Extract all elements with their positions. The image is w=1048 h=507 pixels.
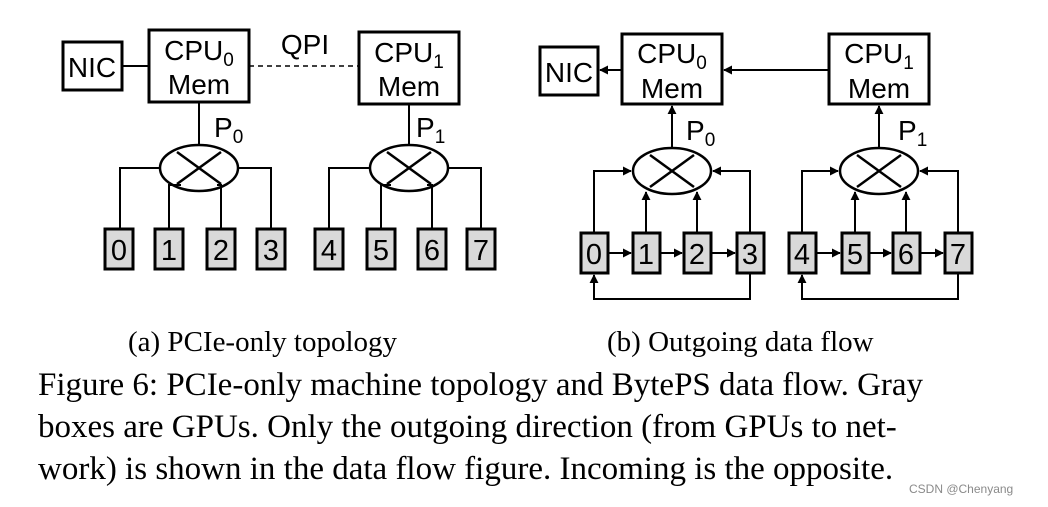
figure-caption: Figure 6: PCIe-only machine topology and… <box>38 364 1016 490</box>
pcie-switch-1-b <box>838 146 920 196</box>
gpu-box-a: 0 <box>103 227 135 271</box>
gpu-box-a: 3 <box>255 227 287 271</box>
svg-text:1: 1 <box>638 239 654 271</box>
svg-text:NIC: NIC <box>68 52 116 83</box>
svg-text:3: 3 <box>742 239 758 271</box>
svg-text:4: 4 <box>321 235 337 267</box>
panel-a-topology: NIC CPU0 Mem QPI CPU1 Mem P0 P1 <box>61 28 497 271</box>
nic-box-b: NIC <box>538 45 600 97</box>
svg-text:0: 0 <box>586 239 602 271</box>
svg-text:6: 6 <box>898 239 914 271</box>
gpu-box-b: 1 <box>631 231 662 275</box>
gpu-box-a: 5 <box>365 227 397 271</box>
gpu-box-b: 0 <box>579 231 610 275</box>
svg-text:CPU0: CPU0 <box>637 38 707 74</box>
svg-text:0: 0 <box>111 235 127 267</box>
gpu-box-b: 3 <box>735 231 766 275</box>
nic-box-a: NIC <box>61 40 124 92</box>
svg-text:6: 6 <box>424 235 440 267</box>
gpu-box-a: 7 <box>465 227 497 271</box>
svg-text:4: 4 <box>794 239 810 271</box>
svg-text:7: 7 <box>950 239 966 271</box>
panel-b-data-flow: NIC CPU0 Mem CPU1 Mem P0 P1 <box>538 32 974 300</box>
switch-p0-label-a: P0 <box>214 112 243 148</box>
svg-text:CPU1: CPU1 <box>374 37 444 73</box>
cpu0-mem-box-a: CPU0 Mem <box>147 28 251 104</box>
pcie-switch-0-a <box>158 143 240 193</box>
gpu-box-b: 4 <box>787 231 818 275</box>
svg-text:Mem: Mem <box>641 73 703 104</box>
svg-text:NIC: NIC <box>545 57 593 88</box>
gpu-box-a: 2 <box>205 227 237 271</box>
gpu-box-a: 6 <box>416 227 448 271</box>
svg-text:2: 2 <box>213 235 229 267</box>
svg-text:Mem: Mem <box>168 69 230 100</box>
qpi-label: QPI <box>281 29 329 60</box>
figure-caption-line: work) is shown in the data flow figure. … <box>38 451 894 487</box>
svg-text:2: 2 <box>689 239 705 271</box>
switch-p0-label-b: P0 <box>686 115 715 151</box>
pcie-switch-0-b <box>631 146 713 196</box>
svg-text:3: 3 <box>263 235 279 267</box>
svg-text:CPU0: CPU0 <box>164 35 234 71</box>
svg-text:1: 1 <box>161 235 177 267</box>
subcaption-a: (a) PCIe-only topology <box>128 326 398 358</box>
gpu-box-a: 4 <box>313 227 345 271</box>
svg-text:7: 7 <box>473 235 489 267</box>
gpu-box-b: 5 <box>840 231 871 275</box>
cpu0-mem-box-b: CPU0 Mem <box>620 32 724 106</box>
svg-text:CPU1: CPU1 <box>844 38 914 74</box>
watermark: CSDN @Chenyang <box>909 482 1014 496</box>
subcaption-b: (b) Outgoing data flow <box>607 326 874 358</box>
figure-caption-line: Figure 6: PCIe-only machine topology and… <box>38 367 924 403</box>
gpu-box-b: 6 <box>891 231 922 275</box>
gpu-box-b: 7 <box>943 231 974 275</box>
svg-text:Mem: Mem <box>378 71 440 102</box>
cpu1-mem-box-a: CPU1 Mem <box>357 30 461 106</box>
topology-diagram: NIC CPU0 Mem QPI CPU1 Mem P0 P1 <box>61 28 974 300</box>
figure-caption-line: boxes are GPUs. Only the outgoing direct… <box>38 409 897 445</box>
cpu1-mem-box-b: CPU1 Mem <box>827 32 931 106</box>
switch-p1-label-b: P1 <box>898 115 927 151</box>
svg-text:Mem: Mem <box>848 73 910 104</box>
svg-text:5: 5 <box>373 235 389 267</box>
gpu-box-a: 1 <box>153 227 185 271</box>
svg-text:5: 5 <box>847 239 863 271</box>
gpu-box-b: 2 <box>682 231 713 275</box>
switch-p1-label-a: P1 <box>416 112 445 148</box>
